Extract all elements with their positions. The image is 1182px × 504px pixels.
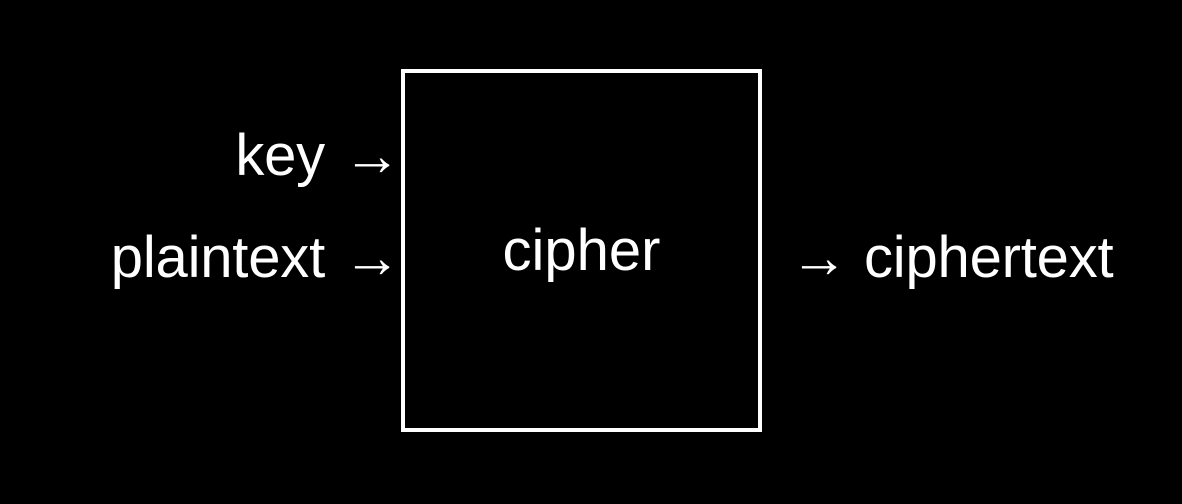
input-label-plaintext: plaintext xyxy=(110,225,325,290)
input-key-row: key → xyxy=(0,124,401,188)
input-label-key: key xyxy=(235,123,325,188)
cipher-block: cipher xyxy=(401,69,762,432)
input-plaintext-row: plaintext → xyxy=(0,226,401,290)
output-ciphertext-row: → ciphertext xyxy=(762,226,1182,290)
arrow-right-icon: → xyxy=(343,123,401,188)
arrow-right-icon: → xyxy=(790,225,848,290)
output-label-ciphertext: ciphertext xyxy=(864,225,1114,290)
cipher-block-label: cipher xyxy=(502,217,661,283)
arrow-right-icon: → xyxy=(343,225,401,290)
